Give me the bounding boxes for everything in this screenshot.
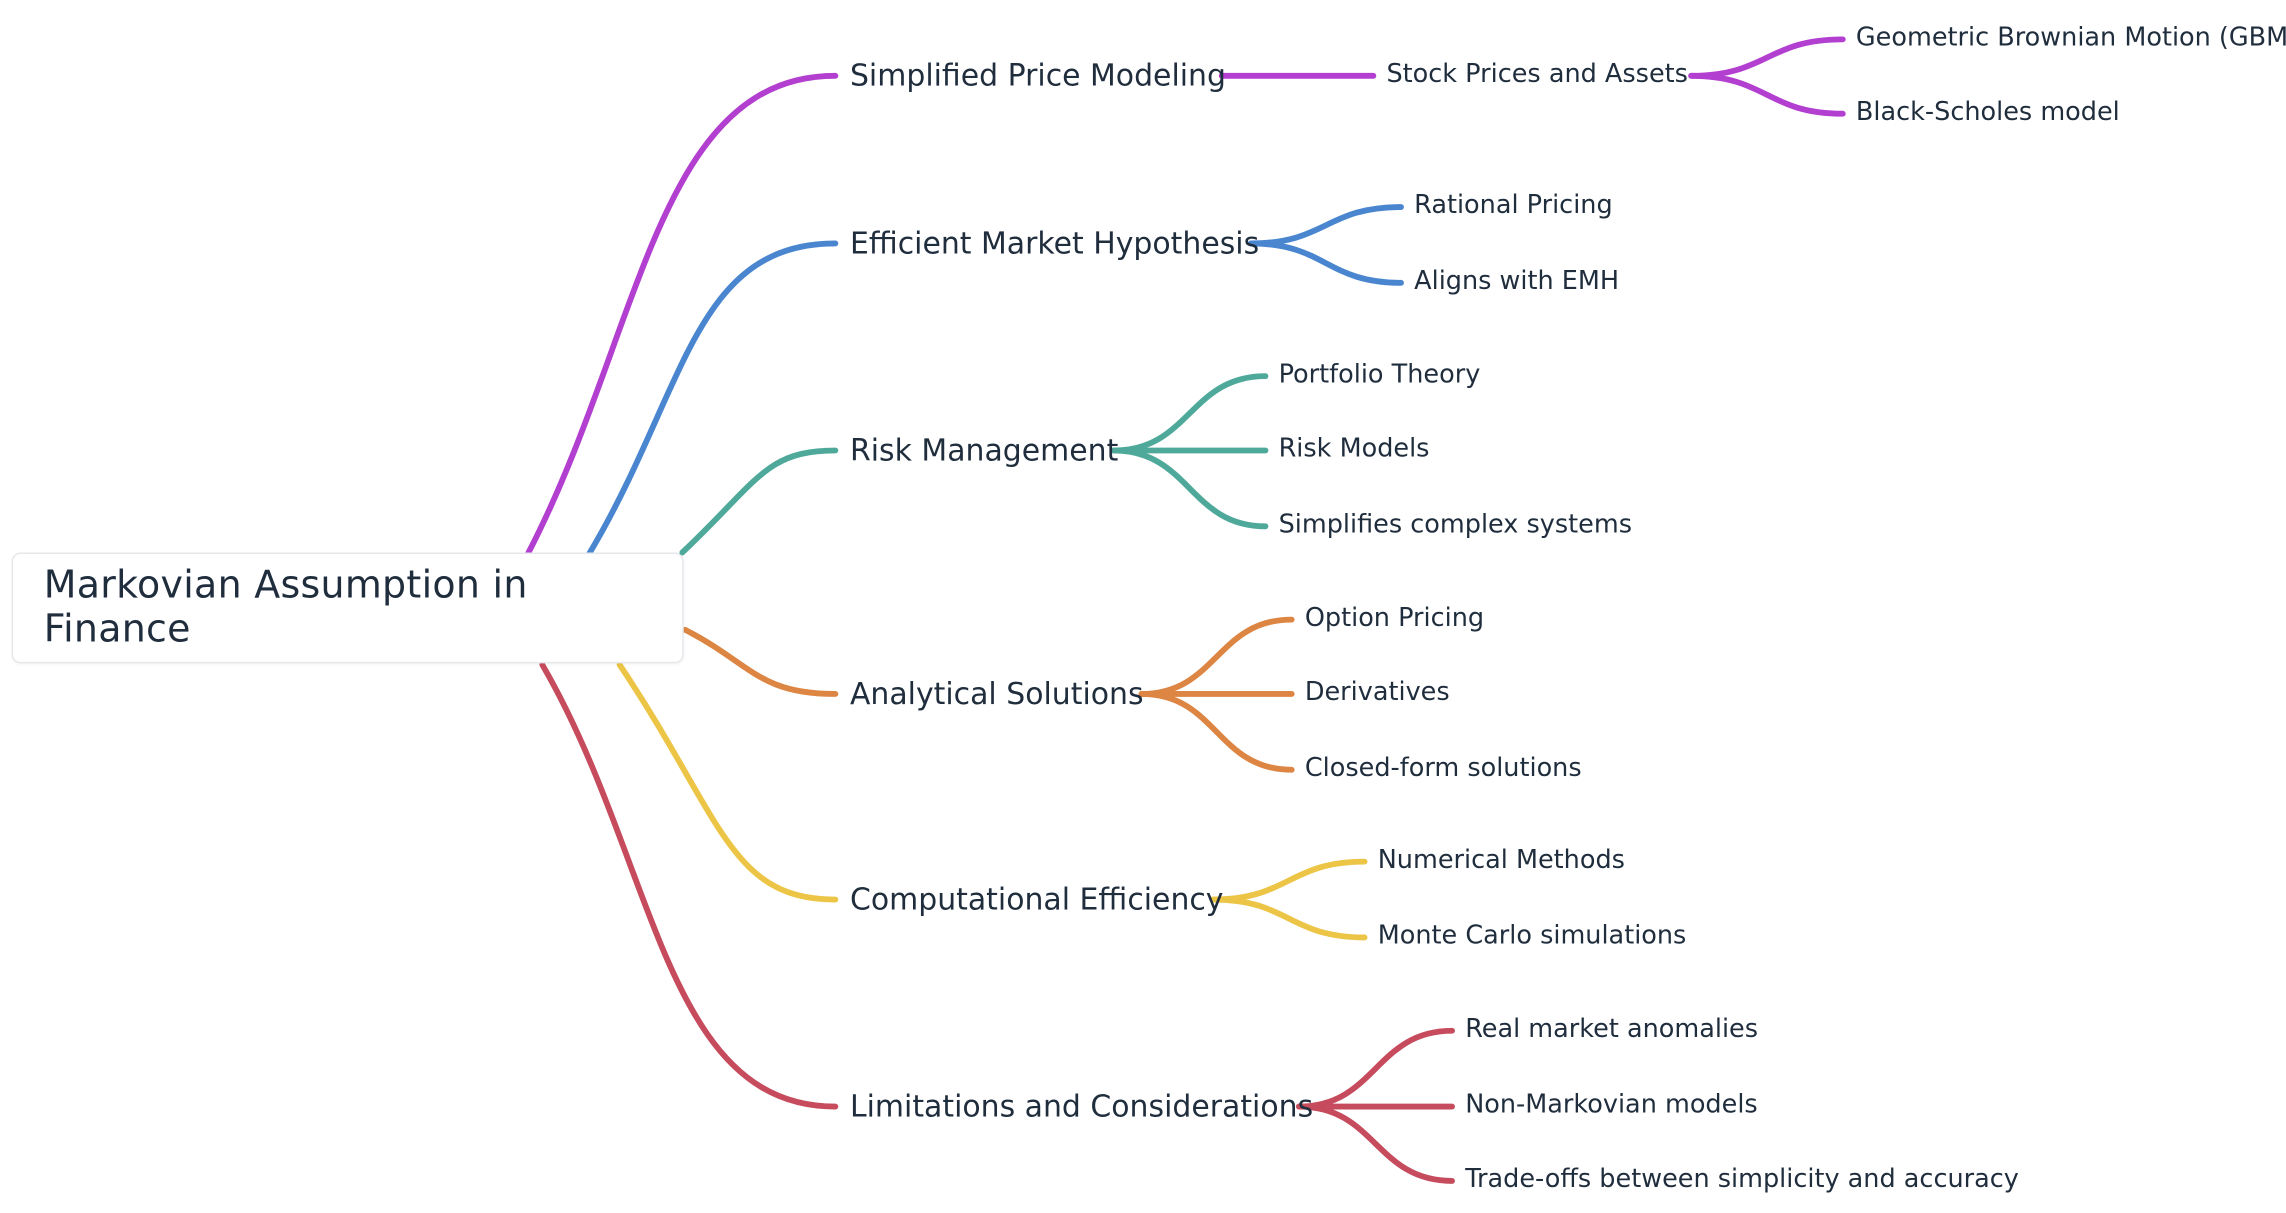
node-portfolio-theory[interactable]: Portfolio Theory xyxy=(1278,360,1481,390)
node-black-scholes-model[interactable]: Black-Scholes model xyxy=(1855,98,2120,128)
edge-root-limitations xyxy=(539,661,839,1110)
node-label: Option Pricing xyxy=(1304,603,1485,634)
node-derivatives[interactable]: Derivatives xyxy=(1304,678,1450,708)
edge-rm-portfolio-theory xyxy=(1110,373,1269,454)
edge-stock-prices-gbm xyxy=(1688,36,1846,79)
node-label: Efficient Market Hypothesis xyxy=(849,225,1260,261)
node-analytical-solutions[interactable]: Analytical Solutions xyxy=(850,679,1144,709)
node-label: Non-Markovian models xyxy=(1465,1090,1758,1121)
edge-emh-aligns xyxy=(1247,240,1404,286)
node-non-markovian-models[interactable]: Non-Markovian models xyxy=(1465,1090,1758,1121)
node-label: Simplifies complex systems xyxy=(1278,510,1633,540)
node-label: Portfolio Theory xyxy=(1278,360,1481,390)
node-trade-offs[interactable]: Trade-offs between simplicity and accura… xyxy=(1465,1165,2019,1195)
edge-stock-prices-black-scholes xyxy=(1688,72,1846,117)
node-label: Geometric Brownian Motion (GBM) xyxy=(1855,23,2286,53)
node-efficient-market-hypothesis[interactable]: Efficient Market Hypothesis xyxy=(849,225,1260,261)
edge-emh-rational-pricing xyxy=(1247,204,1404,247)
edge-as-option-pricing xyxy=(1138,616,1295,697)
node-label: Analytical Solutions xyxy=(849,676,1144,712)
node-computational-efficiency[interactable]: Computational Efficiency xyxy=(849,881,1224,917)
edge-root-analytical-solutions xyxy=(682,626,839,697)
node-label: Limitations and Considerations xyxy=(849,1088,1314,1124)
node-geometric-brownian-motion[interactable]: Geometric Brownian Motion (GBM) xyxy=(1855,23,2286,53)
node-option-pricing[interactable]: Option Pricing xyxy=(1304,603,1485,634)
node-stock-prices-and-assets[interactable]: Stock Prices and Assets xyxy=(1386,60,1688,90)
node-risk-models[interactable]: Risk Models xyxy=(1278,434,1430,464)
node-label: Risk Models xyxy=(1278,434,1430,464)
node-label: Stock Prices and Assets xyxy=(1386,60,1688,90)
node-numerical-methods[interactable]: Numerical Methods xyxy=(1377,845,1625,876)
edge-ce-numerical-methods xyxy=(1210,858,1368,903)
node-label: Closed-form solutions xyxy=(1304,754,1582,784)
edge-root-simplified-price-modeling xyxy=(524,72,839,557)
edge-root-risk-management xyxy=(679,447,839,556)
node-label: Derivatives xyxy=(1304,678,1450,708)
node-rational-pricing[interactable]: Rational Pricing xyxy=(1414,191,1613,221)
node-closed-form-solutions[interactable]: Closed-form solutions xyxy=(1304,754,1582,784)
node-limitations-and-considerations[interactable]: Limitations and Considerations xyxy=(849,1088,1314,1124)
node-risk-management[interactable]: Risk Management xyxy=(849,432,1119,468)
node-label: Aligns with EMH xyxy=(1414,267,1620,297)
node-label: Simplified Price Modeling xyxy=(849,57,1226,93)
node-label: Risk Management xyxy=(849,432,1119,468)
node-label: Real market anomalies xyxy=(1465,1015,1759,1045)
edge-root-efficient-market-hypothesis xyxy=(586,240,839,557)
node-label: Black-Scholes model xyxy=(1855,98,2120,128)
node-simplifies-complex-systems[interactable]: Simplifies complex systems xyxy=(1278,510,1633,540)
edge-ce-monte-carlo xyxy=(1210,896,1368,941)
edge-lc-trade-offs xyxy=(1296,1103,1455,1184)
root-node-label: Markovian Assumption in Finance xyxy=(43,564,528,652)
node-label: Numerical Methods xyxy=(1377,845,1625,876)
root-node[interactable]: Markovian Assumption in Finance xyxy=(11,552,684,664)
edge-as-closed-form xyxy=(1138,691,1295,773)
node-real-market-anomalies[interactable]: Real market anomalies xyxy=(1465,1015,1759,1045)
node-label: Trade-offs between simplicity and accura… xyxy=(1465,1165,2019,1195)
node-label: Rational Pricing xyxy=(1414,191,1613,221)
edge-rm-simplifies xyxy=(1110,447,1269,530)
node-label: Monte Carlo simulations xyxy=(1377,921,1687,951)
node-monte-carlo-simulations[interactable]: Monte Carlo simulations xyxy=(1377,921,1687,951)
node-simplified-price-modeling[interactable]: Simplified Price Modeling xyxy=(850,61,1226,91)
node-aligns-with-emh[interactable]: Aligns with EMH xyxy=(1414,267,1620,297)
edge-lc-real-market xyxy=(1296,1027,1455,1110)
edge-root-computational-efficiency xyxy=(616,661,839,903)
node-label: Computational Efficiency xyxy=(849,881,1224,917)
